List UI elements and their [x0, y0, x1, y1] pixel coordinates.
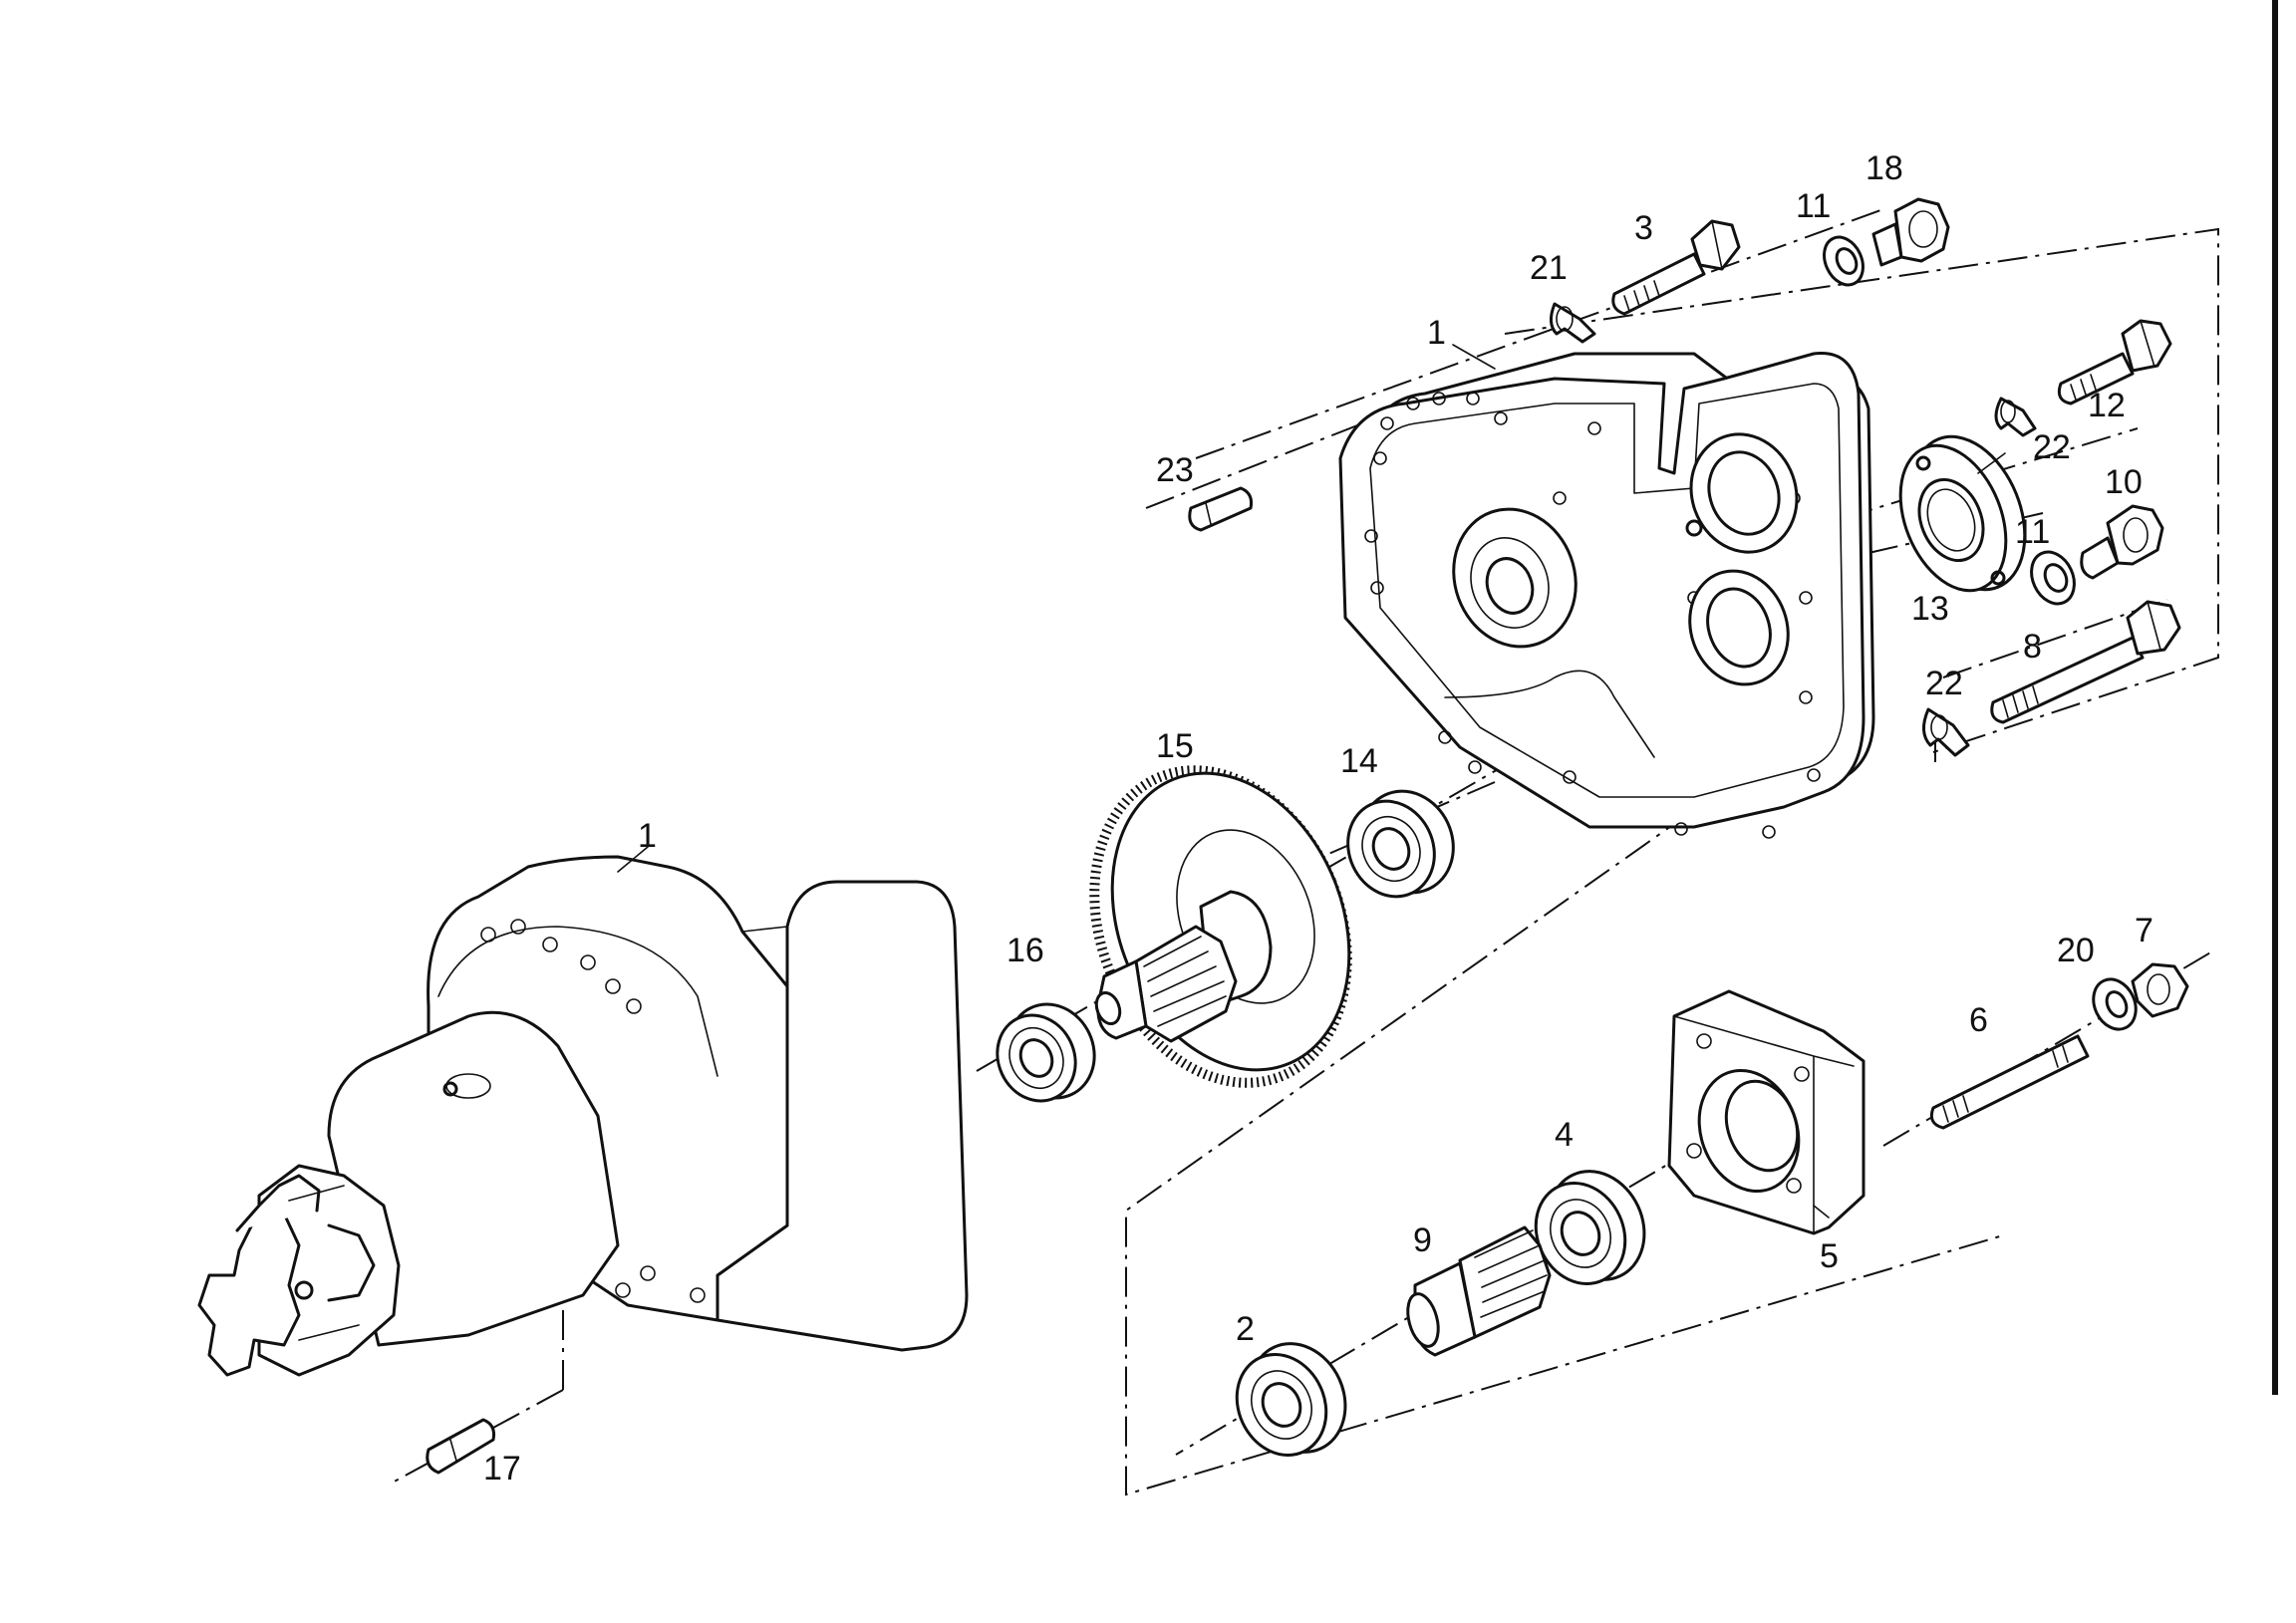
- callout-9: 9: [1413, 1221, 1432, 1259]
- callout-7: 7: [2135, 912, 2153, 949]
- callout-8: 8: [2023, 628, 2042, 666]
- bearing-14: [1346, 789, 1455, 899]
- callout-18: 18: [1866, 149, 1903, 187]
- callout-11-mid: 11: [2015, 513, 2050, 551]
- callout-23: 23: [1156, 451, 1194, 489]
- lockplate-21: [1550, 302, 1596, 344]
- lockplate-22-bottom: [1922, 707, 1970, 757]
- bearing-2: [1235, 1342, 1347, 1458]
- bolt-8: [1990, 600, 2181, 724]
- washer-11-top: [1823, 235, 1865, 287]
- nut-7: [2131, 962, 2189, 1018]
- bearing-16: [996, 1002, 1096, 1103]
- leader-lines: [617, 344, 2006, 1218]
- callout-6: 6: [1969, 1001, 1988, 1039]
- flange-5: [1667, 989, 1866, 1235]
- callout-5: 5: [1820, 1237, 1839, 1275]
- pinion-9: [1406, 1225, 1552, 1357]
- callout-22-top: 22: [2033, 428, 2071, 466]
- callout-1-housing: 1: [638, 817, 657, 855]
- breather-10: [2080, 504, 2164, 580]
- lockplate-22-top: [1994, 397, 2037, 437]
- callout-14: 14: [1340, 742, 1378, 780]
- washer-20: [2092, 977, 2138, 1031]
- plug-18: [1871, 197, 1950, 267]
- callout-16: 16: [1006, 932, 1044, 969]
- washer-11-mid: [2030, 550, 2076, 606]
- callout-1-cover: 1: [1427, 314, 1446, 352]
- bolt-12: [2057, 319, 2172, 406]
- callout-22-bottom: 22: [1925, 665, 1963, 702]
- callout-21: 21: [1530, 249, 1568, 287]
- callout-2: 2: [1236, 1310, 1255, 1348]
- cover-right: [1338, 352, 1875, 839]
- callout-10: 10: [2105, 463, 2143, 501]
- callout-3: 3: [1634, 209, 1653, 247]
- bolt-3: [1611, 219, 1741, 316]
- spline-teeth: [197, 1174, 376, 1377]
- housing-left: [197, 855, 969, 1377]
- callout-20: 20: [2057, 932, 2095, 969]
- stud-6: [1929, 1034, 2090, 1130]
- pin-17: [426, 1418, 495, 1475]
- bearing-4: [1534, 1170, 1646, 1286]
- gear-15: [1089, 765, 1352, 1088]
- callout-17: 17: [483, 1450, 521, 1488]
- callout-15: 15: [1156, 727, 1194, 765]
- callout-labels: 1 1 2 3 4 5 6 7 8 9 10 11 11 12 13 14 15…: [483, 149, 2153, 1488]
- callout-12: 12: [2088, 387, 2126, 424]
- seal-13: [1898, 434, 2027, 593]
- callout-4: 4: [1555, 1116, 1574, 1154]
- dowel-23: [1188, 486, 1253, 532]
- callout-11-top: 11: [1796, 187, 1831, 225]
- callout-13: 13: [1911, 590, 1949, 628]
